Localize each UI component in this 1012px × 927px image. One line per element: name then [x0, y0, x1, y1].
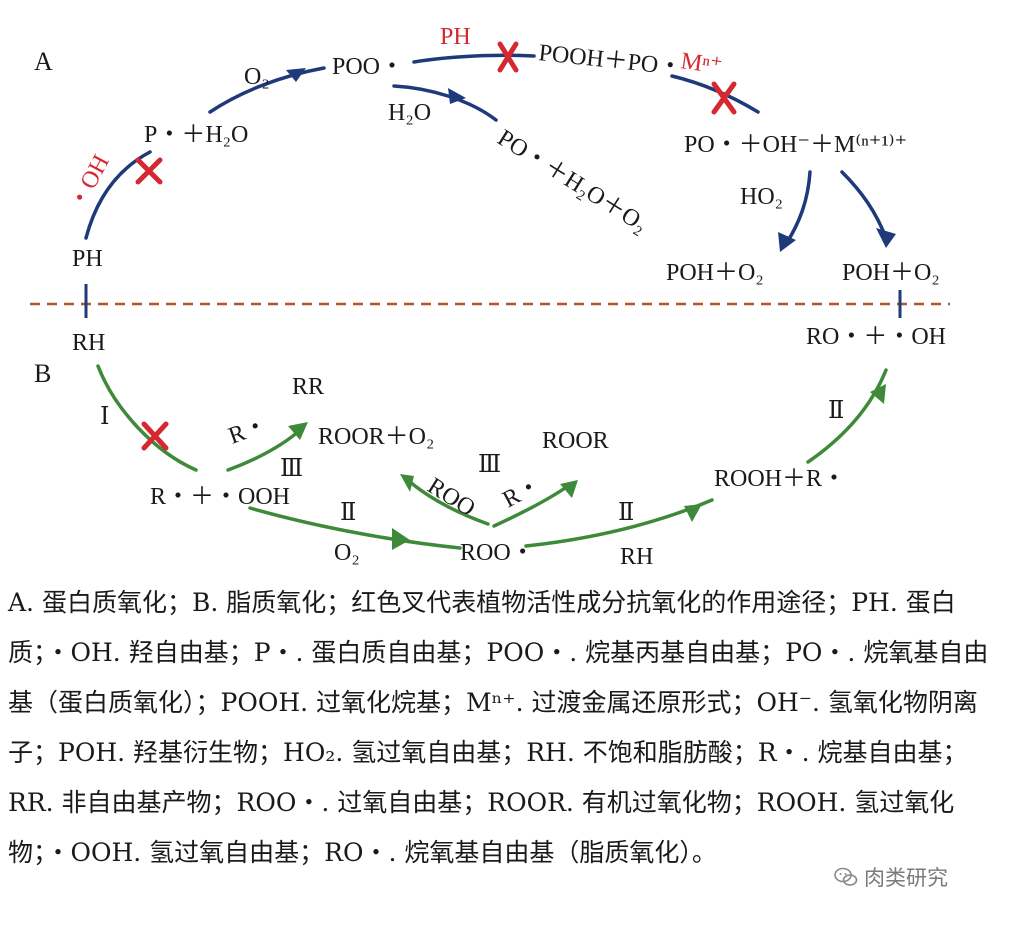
label-roo: ROO・	[460, 540, 535, 566]
arrowhead-icon	[448, 88, 466, 104]
diagram-canvas: A POO・ PH POOH＋PO・ Mⁿ⁺ O₂ H₂O P・＋H₂O PO・…	[30, 24, 950, 570]
arrowhead-icon	[778, 232, 796, 252]
red-cross-icon	[711, 81, 737, 115]
arrowhead-icon	[684, 504, 702, 522]
label-po-h2o-o2: PO・＋H₂O＋O₂	[493, 125, 652, 238]
panel-a-arrowheads	[286, 68, 896, 252]
arc-to-poh-right	[840, 170, 888, 240]
figure-caption: A. 蛋白质氧化；B. 脂质氧化；红色叉代表植物活性成分抗氧化的作用途径；PH.…	[8, 588, 989, 867]
arc-p-to-poo	[208, 66, 326, 114]
label-roman-2b: Ⅱ	[618, 500, 634, 526]
arrowhead-icon	[392, 528, 410, 550]
label-mn: Mⁿ⁺	[679, 48, 724, 80]
wechat-icon	[834, 867, 858, 886]
label-o2-b: O₂	[334, 540, 360, 566]
label-ph-inhibitor: PH	[440, 24, 471, 50]
label-roman-3b: Ⅲ	[478, 452, 501, 478]
label-pooh-po: POOH＋PO・	[537, 40, 683, 81]
arc-rh-to-r	[96, 364, 198, 472]
arc-r-to-rr	[226, 428, 302, 472]
arc-poo-to-pooh	[412, 53, 536, 64]
panel-b-arrowheads	[288, 384, 886, 550]
label-r-dot: R・	[225, 412, 271, 450]
label-rh-2: RH	[620, 544, 653, 570]
label-o2: O₂	[244, 64, 270, 90]
arrowhead-icon	[400, 474, 414, 492]
panel-b-letter: B	[34, 359, 51, 388]
label-r-dot-2: R・	[499, 472, 547, 514]
red-cross-icon	[135, 157, 163, 185]
label-po-oh-m: PO・＋OH⁻＋M⁽ⁿ⁺¹⁾⁺	[684, 132, 907, 158]
label-poo: POO・	[332, 54, 404, 80]
panel-a-red-crosses	[135, 41, 737, 185]
arc-roo-to-roor	[492, 484, 570, 528]
arrowhead-icon	[286, 68, 306, 82]
arc-roo-to-roo-dimer	[408, 480, 490, 526]
watermark-text: 肉类研究	[864, 866, 948, 890]
arrowhead-icon	[870, 384, 886, 404]
label-roor: ROOR	[542, 428, 609, 454]
watermark: 肉类研究	[828, 862, 954, 892]
label-ph: PH	[72, 246, 103, 272]
arrowhead-icon	[560, 480, 578, 498]
label-poh-o2-right: POH＋O₂	[842, 260, 940, 286]
label-h2o: H₂O	[388, 100, 431, 126]
label-ro-oh: RO・＋・OH	[806, 324, 946, 350]
label-roo-left: ROO	[423, 473, 480, 522]
label-r-ooh: R・＋・OOH	[150, 484, 290, 510]
label-poh-o2-left: POH＋O₂	[666, 260, 764, 286]
arc-rooh-to-ro	[806, 368, 888, 464]
red-cross-icon	[497, 41, 519, 73]
arrowhead-icon	[876, 228, 896, 248]
label-oh-inhibitor: ・OH	[64, 151, 115, 215]
panel-b-red-crosses	[141, 421, 169, 451]
label-roman-1: Ⅰ	[100, 404, 109, 430]
arrowhead-icon	[288, 422, 308, 440]
label-roman-2a: Ⅱ	[340, 500, 356, 526]
label-roman-3a: Ⅲ	[280, 456, 303, 482]
label-rh: RH	[72, 330, 105, 356]
label-rr: RR	[292, 374, 324, 400]
oxidation-diagram: A POO・ PH POOH＋PO・ Mⁿ⁺ O₂ H₂O P・＋H₂O PO・…	[30, 24, 950, 570]
arc-ooh-to-roo	[248, 506, 462, 550]
label-roor-o2: ROOR＋O₂	[318, 424, 434, 450]
label-p-h2o: P・＋H₂O	[144, 122, 248, 148]
label-roman-2c: Ⅱ	[828, 398, 844, 424]
red-cross-icon	[141, 421, 169, 451]
label-rooh-r: ROOH＋R・	[714, 466, 846, 492]
arc-poo-to-po	[392, 84, 498, 122]
arc-to-poh-left	[784, 170, 812, 246]
panel-a-letter: A	[34, 47, 53, 76]
label-ho2: HO₂	[740, 184, 783, 210]
